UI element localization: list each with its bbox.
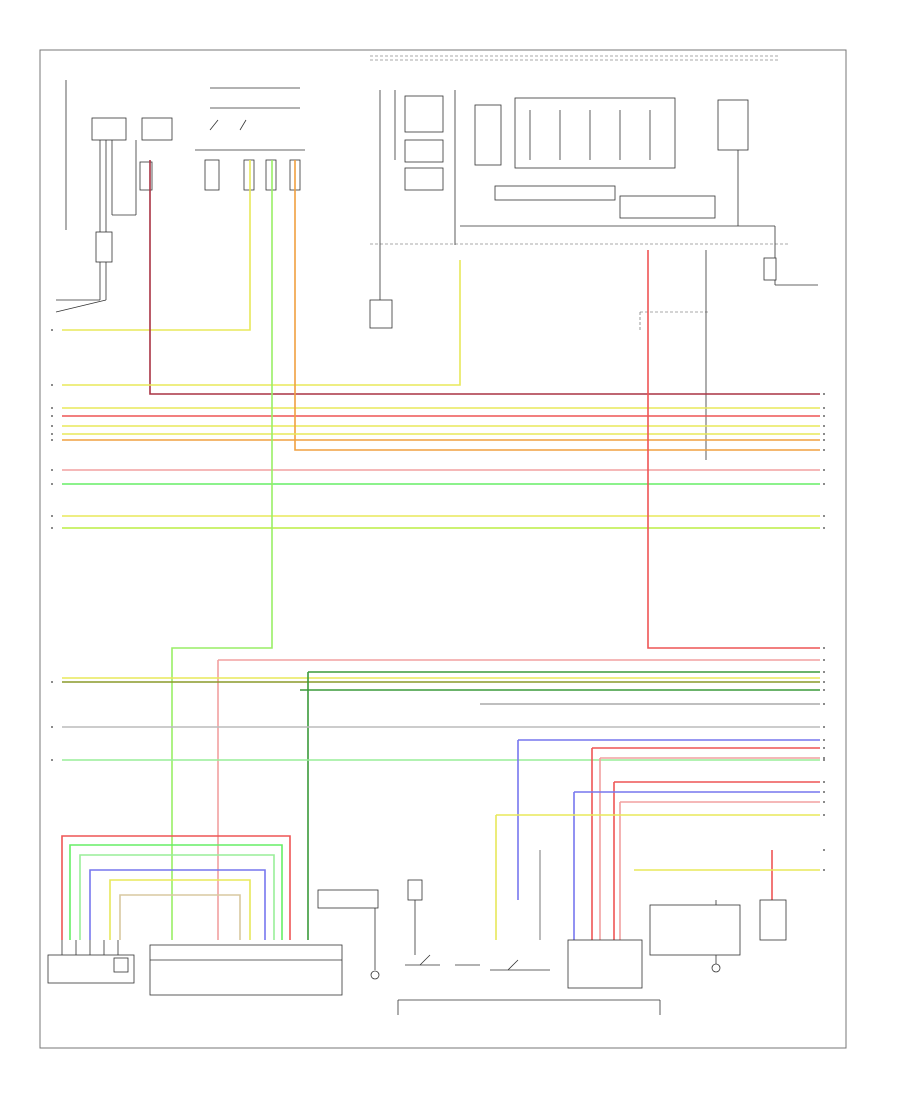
transmission-assembly <box>397 879 661 1015</box>
left-edge-pins <box>51 329 53 761</box>
wire-green-3 <box>69 844 283 940</box>
right-edge-pins <box>823 393 825 871</box>
wire-bus <box>61 160 820 940</box>
wire-yellow-2 <box>62 260 461 386</box>
diagram-frame <box>39 49 847 1049</box>
top-center-module <box>369 90 818 329</box>
wire-tan-1 <box>119 894 241 940</box>
engine-control-module <box>149 944 343 996</box>
body-integrated-unit <box>759 899 787 941</box>
wire-yellow-10 <box>109 879 251 940</box>
wire-darkred-1 <box>149 160 820 395</box>
wire-yellow-1 <box>62 160 251 331</box>
wire-green-4 <box>79 854 275 940</box>
top-left-fuse-group <box>55 80 173 313</box>
ground-g1 <box>317 889 380 980</box>
ground-g2 <box>649 900 741 973</box>
right-sensor-group <box>639 250 710 460</box>
wire-red-6 <box>61 835 291 940</box>
wire-orange-2 <box>294 160 820 451</box>
wire-red-2 <box>647 250 820 649</box>
wire-blue-3 <box>89 869 266 940</box>
trans-range-switch <box>47 940 135 984</box>
wire-green-2 <box>171 160 273 940</box>
